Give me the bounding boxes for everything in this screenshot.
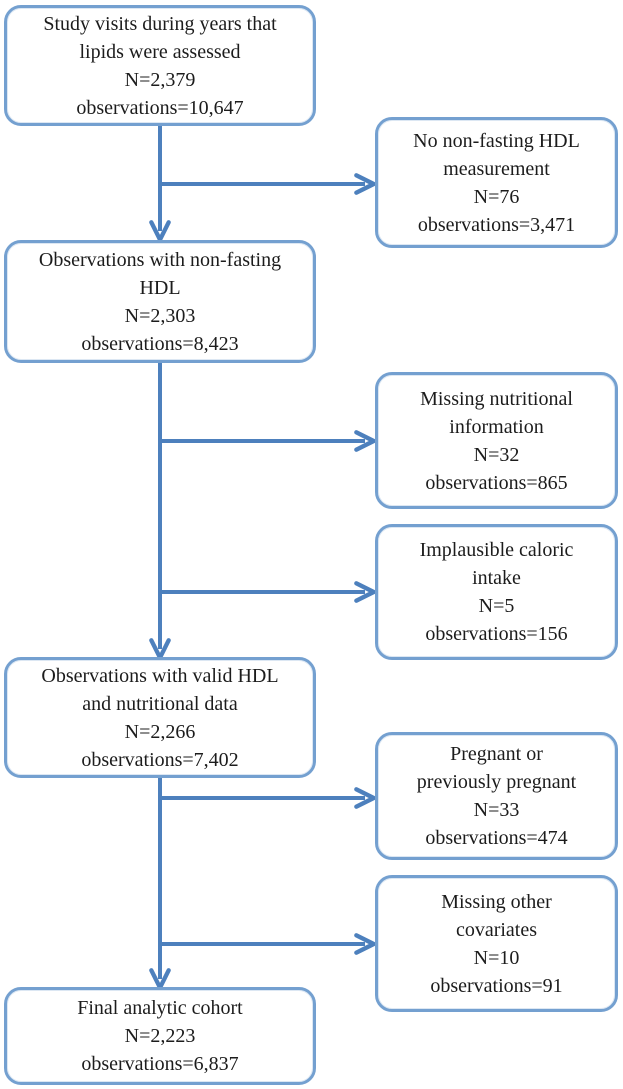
box-line: Missing nutritional [420,387,573,410]
box-line: Missing other [441,890,552,913]
box-line: N=76 [473,185,520,208]
box-line: information [449,415,544,438]
box-line: N=2,223 [124,1025,196,1047]
box-non-fasting-hdl: Observations with non-fasting HDL N=2,30… [4,240,316,363]
box-line: observations=6,837 [81,1053,239,1075]
box-line: N=2,303 [124,304,196,327]
box-line: observations=91 [430,974,563,997]
box-line: observations=10,647 [76,96,244,119]
box-excl-pregnant: Pregnant or previously pregnant N=33 obs… [375,732,618,860]
box-line: observations=156 [425,623,568,645]
box-final-cohort: Final analytic cohort N=2,223 observatio… [4,987,316,1085]
box-line: covariates [455,918,538,941]
box-line: HDL [139,276,181,299]
box-line: N=10 [473,946,520,969]
box-excl-missing-nutrition: Missing nutritional information N=32 obs… [375,372,618,509]
box-line: N=2,379 [124,68,196,91]
box-line: lipids were assessed [79,40,241,63]
box-line: No non-fasting HDL [413,129,580,152]
box-line: N=32 [473,443,520,466]
box-line: observations=865 [425,471,568,494]
box-line: observations=7,402 [81,748,239,771]
box-line: Study visits during years that [43,12,277,35]
box-line: Pregnant or [450,743,543,765]
box-line: measurement [443,157,550,180]
box-line: N=33 [473,799,520,821]
box-line: previously pregnant [416,771,577,793]
box-line: observations=474 [425,827,568,849]
box-excl-implausible-caloric: Implausible caloric intake N=5 observati… [375,524,618,660]
box-line: Observations with valid HDL [41,664,279,687]
box-excl-no-nonfasting-hdl: No non-fasting HDL measurement N=76 obse… [375,117,618,248]
box-line: N=2,266 [124,720,196,743]
box-excl-missing-covariates: Missing other covariates N=10 observatio… [375,875,618,1012]
box-line: Observations with non-fasting [38,248,282,271]
box-line: and nutritional data [82,692,238,715]
box-line: observations=8,423 [81,332,239,355]
box-line: Final analytic cohort [77,997,243,1019]
box-line: observations=3,471 [417,213,576,236]
box-line: N=5 [478,595,515,617]
box-line: intake [472,567,521,589]
box-line: Implausible caloric [419,539,574,561]
box-valid-hdl-nutrition: Observations with valid HDL and nutritio… [4,657,316,778]
box-study-visits: Study visits during years that lipids we… [4,5,316,126]
